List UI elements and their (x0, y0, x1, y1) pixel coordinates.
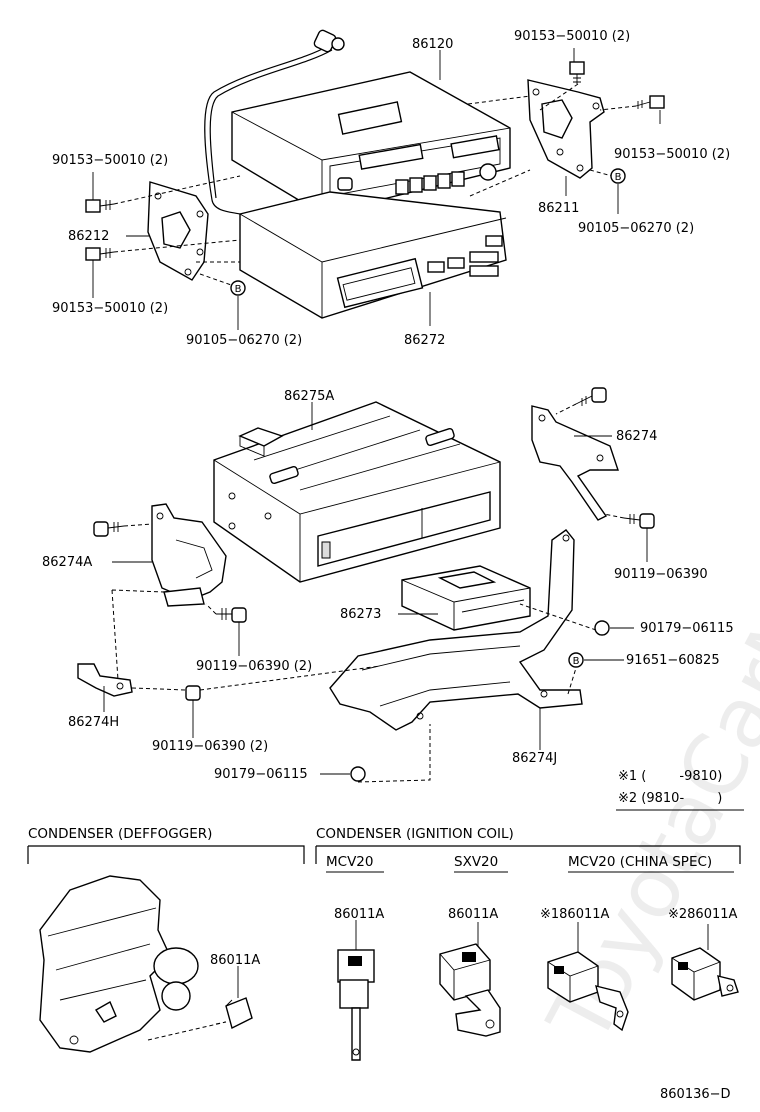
label-90153-left-lower: 90153−50010 (2) (52, 301, 168, 316)
subsection-sxv20: SXV20 (454, 854, 498, 870)
bracket-defogger (27, 845, 305, 864)
bracket-86212 (147, 181, 209, 281)
subsection-mcv20: MCV20 (326, 854, 374, 870)
label-86275A: 86275A (284, 389, 334, 404)
label-90153-left-upper: 90153−50010 (2) (52, 153, 168, 168)
svg-text:B: B (235, 284, 242, 295)
screw-90119-lower (185, 685, 201, 708)
screw-90153-right (635, 95, 665, 109)
label-86211: 86211 (538, 201, 579, 216)
screw-90119-left-top (93, 521, 125, 537)
cd-changer-86275A (213, 401, 501, 583)
screw-90153-left-lower (85, 247, 115, 261)
bracket-86211 (527, 79, 605, 179)
label-86274A: 86274A (42, 555, 92, 570)
condenser-86011A-sxv20 (439, 943, 501, 1037)
label-90119-right: 90119−06390 (614, 567, 708, 582)
note-2: ※2 (9810- ) (618, 791, 722, 806)
screw-86274-top (575, 387, 607, 406)
marker-b-left: B (230, 280, 246, 296)
condenser-86011A-china-1 (547, 951, 629, 1032)
screw-90153-left-upper (85, 199, 115, 213)
svg-text:B: B (573, 656, 580, 667)
label-86011A-mcv20: 86011A (334, 907, 384, 922)
cd-magazine-86273 (401, 565, 531, 631)
label-86274J: 86274J (512, 751, 557, 766)
nut-90179-bottom (350, 766, 366, 782)
bracket-86274A (151, 503, 227, 607)
label-86011A-china-1: ※186011A (540, 907, 610, 922)
nut-90179-right (594, 620, 610, 636)
label-90119-center: 90119−06390 (2) (196, 659, 312, 674)
screw-90153-top-right (569, 61, 585, 84)
label-86011A-sxv20: 86011A (448, 907, 498, 922)
svg-text:B: B (615, 172, 622, 183)
label-90153-right: 90153−50010 (2) (614, 147, 730, 162)
section-defogger: CONDENSER (DEFFOGGER) (28, 826, 212, 842)
label-90105-right: 90105−06270 (2) (578, 221, 694, 236)
bracket-86274H (77, 663, 133, 697)
bracket-ignition (315, 845, 741, 864)
bracket-86274 (531, 405, 619, 521)
subsection-mcv20-china: MCV20 (CHINA SPEC) (568, 854, 712, 870)
label-86120: 86120 (412, 37, 453, 52)
screw-90119-center (216, 607, 247, 623)
note-1: ※1 ( -9810) (618, 769, 722, 784)
label-86212: 86212 (68, 229, 109, 244)
marker-b-middle: B (568, 652, 584, 668)
section-ignition: CONDENSER (IGNITION COIL) (316, 826, 514, 842)
diagram-id: 860136−D (660, 1087, 731, 1102)
label-86274H: 86274H (68, 715, 119, 730)
condenser-86011A-mcv20 (337, 949, 375, 1061)
defogger-assembly (39, 875, 199, 1053)
label-86272: 86272 (404, 333, 445, 348)
condenser-86011A-china-2 (671, 947, 739, 1001)
antenna-cable (204, 29, 345, 215)
label-86011A-defogger: 86011A (210, 953, 260, 968)
cassette-unit-86272 (239, 191, 507, 319)
bracket-86274J (329, 529, 583, 731)
label-90153-top-right: 90153−50010 (2) (514, 29, 630, 44)
label-86273: 86273 (340, 607, 381, 622)
condenser-86011A-defogger (225, 997, 253, 1030)
label-90179-right: 90179−06115 (640, 621, 734, 636)
label-86274: 86274 (616, 429, 657, 444)
label-90119-lower: 90119−06390 (2) (152, 739, 268, 754)
label-91651: 91651−60825 (626, 653, 720, 668)
label-90179-bottom: 90179−06115 (214, 767, 308, 782)
marker-b-right: B (610, 168, 626, 184)
label-86011A-china-2: ※286011A (668, 907, 738, 922)
screw-90119-right (623, 513, 655, 529)
radio-unit-86120 (231, 71, 511, 215)
label-90105-left: 90105−06270 (2) (186, 333, 302, 348)
